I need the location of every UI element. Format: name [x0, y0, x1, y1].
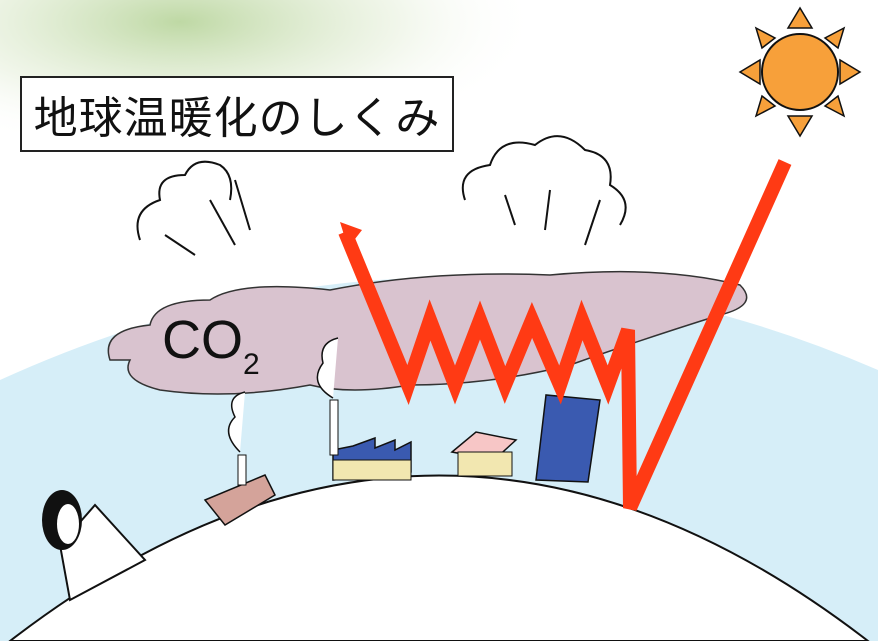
co2-label: CO2	[162, 310, 260, 380]
house-icon	[450, 431, 518, 477]
penguin-icon	[42, 490, 82, 550]
cloud-icon	[136, 160, 251, 256]
page-title: 地球温暖化のしくみ	[33, 93, 441, 144]
cloud-icon	[461, 135, 627, 246]
factory-icon	[316, 337, 412, 481]
title-box: 地球温暖化のしくみ	[20, 76, 454, 152]
iceberg-icon	[58, 503, 147, 602]
co2-label-sub: 2	[243, 348, 260, 381]
factory-icon	[203, 391, 276, 526]
sun-icon	[738, 6, 862, 138]
arrow-icon	[338, 159, 792, 511]
building-icon	[535, 394, 601, 483]
co2-label-main: CO	[162, 310, 243, 370]
